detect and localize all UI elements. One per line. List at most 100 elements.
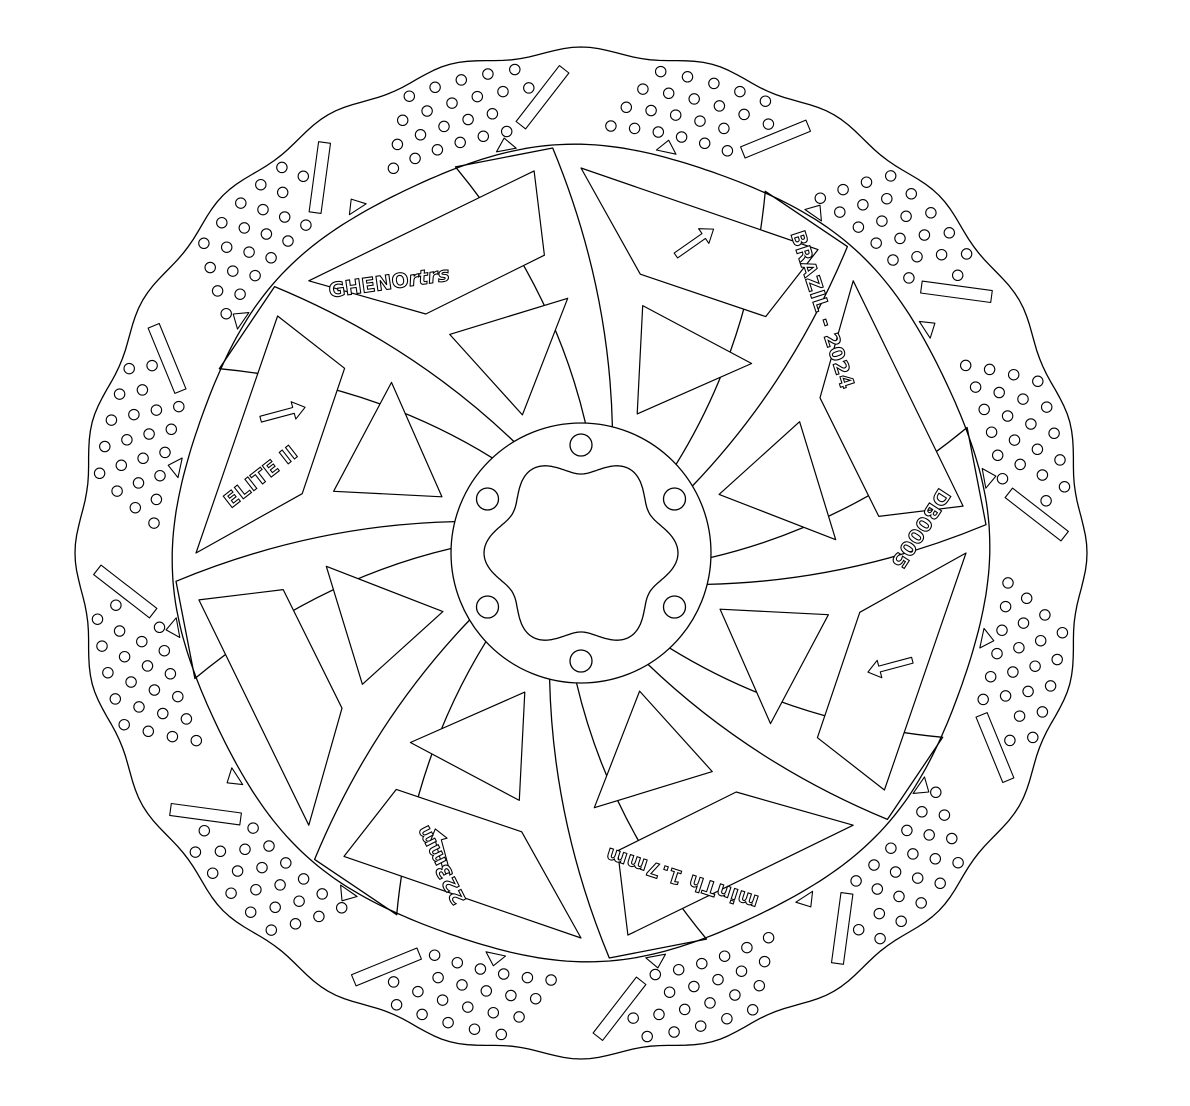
outer-window: [816, 552, 967, 791]
vent-hole-icon: [143, 428, 155, 440]
vent-hole-icon: [118, 650, 131, 663]
vent-hole-icon: [102, 666, 114, 679]
cooling-slot: [592, 976, 647, 1041]
bolt-hole-icon: [662, 595, 687, 619]
bolt-hole-icon: [475, 487, 500, 511]
triangle-cutout: [912, 776, 930, 794]
vent-hole-icon: [118, 718, 130, 731]
vent-hole-icon: [662, 87, 675, 100]
vent-hole-icon: [263, 840, 275, 852]
vent-hole-icon: [943, 227, 956, 239]
vent-hole-icon: [1036, 706, 1049, 718]
vent-hole-icon: [132, 477, 145, 489]
spoke-arm: [313, 619, 487, 916]
vent-hole-icon: [477, 130, 490, 143]
vent-hole-icon: [1027, 731, 1039, 744]
vent-hole-icon: [133, 701, 145, 713]
triangle-cutout: [804, 204, 822, 222]
vent-hole-icon: [486, 108, 499, 120]
vent-hole-icon: [451, 956, 464, 969]
vent-hole-icon: [105, 414, 118, 426]
vent-hole-icon: [497, 85, 509, 98]
vent-hole-icon: [1048, 427, 1060, 440]
vent-hole-icon: [946, 832, 958, 845]
bolt-hole-icon: [662, 487, 687, 511]
vent-hole-icon: [436, 994, 449, 1006]
triangle-cutout: [495, 137, 517, 153]
vent-hole-icon: [911, 250, 923, 263]
vent-hole-icon: [164, 668, 177, 680]
vent-hole-icon: [718, 122, 730, 135]
spoke-window: [719, 608, 829, 725]
spoke-arm: [175, 520, 455, 680]
cooling-slot: [308, 141, 332, 214]
vent-hole-icon: [150, 493, 163, 506]
triangle-cutout: [348, 198, 367, 216]
vent-hole-icon: [216, 216, 228, 229]
vent-hole-icon: [225, 887, 237, 899]
vent-hole-icon: [297, 170, 310, 183]
vent-hole-icon: [991, 449, 1004, 462]
vent-hole-icon: [696, 957, 708, 970]
vent-hole-icon: [421, 105, 433, 117]
spoke-arm: [218, 285, 515, 459]
vent-hole-icon: [274, 879, 286, 891]
vent-hole-icon: [999, 600, 1012, 613]
vent-hole-icon: [244, 906, 257, 918]
cooling-slot: [920, 280, 993, 304]
vent-hole-icon: [165, 423, 178, 436]
vent-hole-icon: [482, 68, 494, 80]
vent-hole-icon: [893, 890, 905, 903]
vent-hole-icon: [113, 625, 126, 637]
vent-hole-icon: [645, 104, 657, 117]
triangle-cutout: [226, 767, 244, 786]
triangle-cutout: [232, 312, 250, 330]
vent-hole-icon: [396, 114, 409, 127]
vent-hole-icon: [500, 125, 513, 138]
vent-hole-icon: [996, 624, 1008, 637]
vent-hole-icon: [123, 362, 135, 375]
vent-hole-icon: [432, 971, 444, 984]
vent-hole-icon: [113, 388, 126, 400]
vent-hole-icon: [166, 730, 179, 743]
vent-hole-icon: [694, 115, 706, 127]
vent-hole-icon: [1040, 401, 1053, 413]
vent-hole-icon: [265, 924, 278, 936]
vent-hole-icon: [99, 440, 111, 453]
bolt-holes-group: [475, 433, 687, 673]
brand-suffix: rtrs: [407, 262, 451, 292]
vent-hole-icon: [996, 472, 1009, 485]
vent-hole-icon: [870, 237, 882, 249]
vent-hole-icon: [1001, 410, 1014, 422]
vent-hole-icon: [960, 248, 973, 260]
vent-hole-icon: [128, 408, 140, 421]
spoke-arm: [707, 426, 987, 586]
hub-ring: [450, 422, 712, 684]
vent-hole-icon: [900, 210, 912, 223]
vent-hole-icon: [211, 285, 224, 297]
spoke-arm: [454, 147, 614, 427]
triangle-cutout: [340, 884, 358, 902]
vent-hole-icon: [220, 241, 233, 253]
vent-hole-icon: [297, 873, 310, 885]
vent-hole-icon: [850, 875, 862, 887]
vent-hole-icon: [1014, 458, 1026, 471]
vent-hole-icon: [935, 248, 948, 261]
vent-hole-icon: [172, 690, 184, 703]
vent-hole-icon: [247, 822, 259, 834]
vent-hole-icon: [276, 161, 288, 174]
vent-hole-icon: [1039, 609, 1051, 621]
cooling-slot: [147, 322, 187, 394]
rotation-arrow-icon: [259, 401, 306, 423]
vent-hole-icon: [721, 145, 734, 157]
vent-hole-icon: [1013, 710, 1026, 722]
outer-window: [617, 791, 854, 936]
vent-hole-icon: [110, 599, 122, 611]
cooling-slot: [830, 892, 854, 965]
vent-hole-icon: [637, 83, 649, 95]
triangle-cutout: [918, 320, 936, 339]
vent-hole-icon: [718, 950, 731, 962]
vent-hole-icon: [276, 186, 289, 199]
cooling-slot: [740, 119, 812, 159]
vent-hole-icon: [984, 670, 997, 683]
